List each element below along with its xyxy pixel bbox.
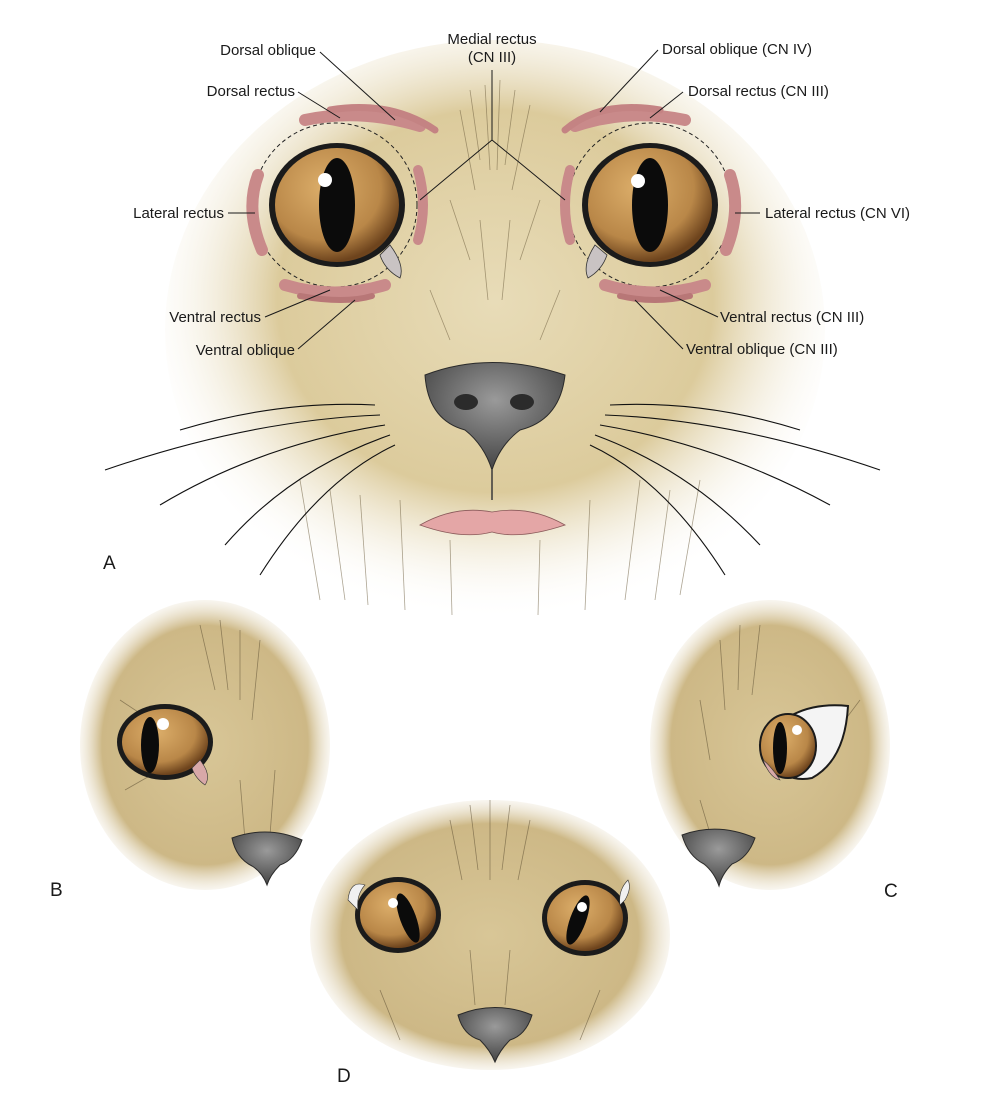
label-lateral-rectus-right: Lateral rectus (CN VI) <box>765 205 911 222</box>
label-dorsal-oblique-left: Dorsal oblique <box>220 42 316 59</box>
label-ventral-oblique-left: Ventral oblique <box>195 342 295 359</box>
highlight-right <box>631 174 645 188</box>
nose-a <box>424 362 566 500</box>
ventral-rectus-muscle-left <box>279 279 391 299</box>
ventral-oblique-muscle-right <box>617 293 693 303</box>
label-lateral-rectus-left: Lateral rectus <box>133 205 224 222</box>
fur-texture <box>299 79 701 616</box>
left-eye-diagram <box>246 104 439 303</box>
medial-rectus-muscle-right <box>560 165 575 245</box>
panel-c-face <box>650 600 890 890</box>
pupil-left <box>319 158 355 252</box>
lateral-rectus-muscle-right <box>720 169 742 256</box>
label-dorsal-rectus-left: Dorsal rectus <box>206 83 295 100</box>
panel-d-face <box>310 800 670 1070</box>
ventral-rectus-muscle-right <box>599 279 711 299</box>
third-eyelid-right <box>585 244 608 279</box>
panel-b-face <box>80 600 330 890</box>
mouth-a <box>419 509 566 536</box>
pupil-right <box>632 158 668 252</box>
highlight-left <box>318 173 332 187</box>
medial-rectus-muscle-left <box>413 165 428 245</box>
label-ventral-rectus-left: Ventral rectus <box>169 309 261 326</box>
label-medial-rectus-line1: Medial rectus <box>447 31 537 48</box>
third-eyelid-left <box>379 244 402 279</box>
panel-label-a: A <box>103 553 116 574</box>
lateral-rectus-muscle-left <box>246 169 268 256</box>
label-ventral-rectus-right: Ventral rectus (CN III) <box>720 309 865 326</box>
right-eye-diagram <box>560 104 742 303</box>
leader-lines <box>228 49 760 350</box>
label-dorsal-rectus-right: Dorsal rectus (CN III) <box>688 83 829 100</box>
dorsal-oblique-muscle-right <box>561 104 664 134</box>
panel-label-c: C <box>884 881 898 902</box>
dorsal-rectus-muscle-right <box>569 109 691 132</box>
label-dorsal-oblique-right: Dorsal oblique (CN IV) <box>662 41 813 58</box>
label-medial-rectus: Medial rectus (CN III) <box>412 31 572 67</box>
label-medial-rectus-line2: (CN III) <box>467 49 517 66</box>
ventral-oblique-muscle-left <box>297 293 375 303</box>
whiskers-a <box>104 403 881 576</box>
dorsal-oblique-muscle-left <box>326 104 439 134</box>
panel-label-b: B <box>50 880 63 901</box>
panel-label-d: D <box>337 1066 351 1087</box>
dorsal-rectus-muscle-left <box>299 109 426 132</box>
label-ventral-oblique-right: Ventral oblique (CN III) <box>686 341 838 358</box>
